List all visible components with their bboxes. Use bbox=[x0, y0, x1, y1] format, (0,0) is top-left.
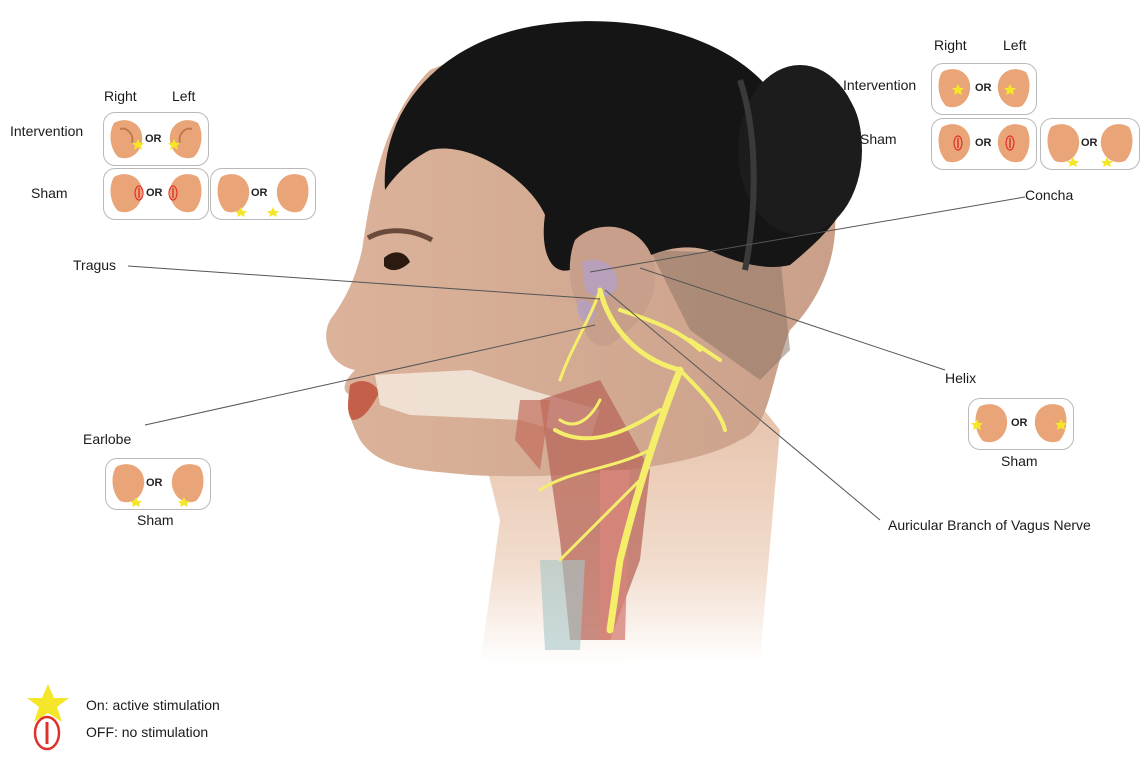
concha-sham-label: Sham bbox=[860, 131, 897, 147]
or-text: OR bbox=[251, 187, 268, 199]
tragus-intervention-panel: OR bbox=[103, 112, 209, 166]
or-text: OR bbox=[1011, 417, 1028, 429]
legend-on-text: On: active stimulation bbox=[86, 697, 220, 713]
tragus-sham-panel-off: OR bbox=[103, 168, 209, 220]
concha-intervention-panel: OR bbox=[931, 63, 1037, 115]
or-text: OR bbox=[145, 133, 162, 145]
helix-label: Helix bbox=[945, 370, 976, 386]
concha-label: Concha bbox=[1025, 187, 1073, 203]
ear-right-icon bbox=[111, 120, 143, 158]
or-text: OR bbox=[975, 82, 992, 94]
concha-right-label: Right bbox=[934, 37, 967, 53]
tragus-intervention-label: Intervention bbox=[10, 123, 83, 139]
concha-intervention-label: Intervention bbox=[843, 77, 916, 93]
earlobe-sham-panel: OR bbox=[105, 458, 211, 510]
tragus-right-label: Right bbox=[104, 88, 137, 104]
star-icon bbox=[267, 207, 279, 217]
earlobe-sham-label: Sham bbox=[137, 512, 174, 528]
ear-left-icon bbox=[170, 174, 202, 212]
ear-right-icon bbox=[111, 174, 143, 212]
concha-sham-panel-off: OR bbox=[931, 118, 1037, 170]
helix-sham-panel: OR bbox=[968, 398, 1074, 450]
ear-right-icon bbox=[218, 174, 250, 212]
off-marker-icon bbox=[35, 717, 59, 749]
abvn-label: Auricular Branch of Vagus Nerve bbox=[888, 517, 1091, 533]
concha-sham-panel-earlobe: OR bbox=[1040, 118, 1140, 170]
tragus-sham-panel-earlobe: OR bbox=[210, 168, 316, 220]
tragus-sham-label: Sham bbox=[31, 185, 68, 201]
ear-left-icon bbox=[277, 174, 309, 212]
tragus-label: Tragus bbox=[73, 257, 116, 273]
or-text: OR bbox=[1081, 137, 1098, 149]
ear-right-icon bbox=[1048, 124, 1080, 162]
tragus-left-label: Left bbox=[172, 88, 195, 104]
or-text: OR bbox=[146, 477, 163, 489]
or-text: OR bbox=[146, 187, 163, 199]
ear-left-icon bbox=[170, 120, 202, 158]
concha-left-label: Left bbox=[1003, 37, 1026, 53]
legend-off-text: OFF: no stimulation bbox=[86, 724, 208, 740]
helix-sham-label: Sham bbox=[1001, 453, 1038, 469]
ear-left-icon bbox=[172, 464, 204, 502]
ear-left-icon bbox=[1101, 124, 1133, 162]
earlobe-label: Earlobe bbox=[83, 431, 131, 447]
ear-right-icon bbox=[113, 464, 145, 502]
or-text: OR bbox=[975, 137, 992, 149]
